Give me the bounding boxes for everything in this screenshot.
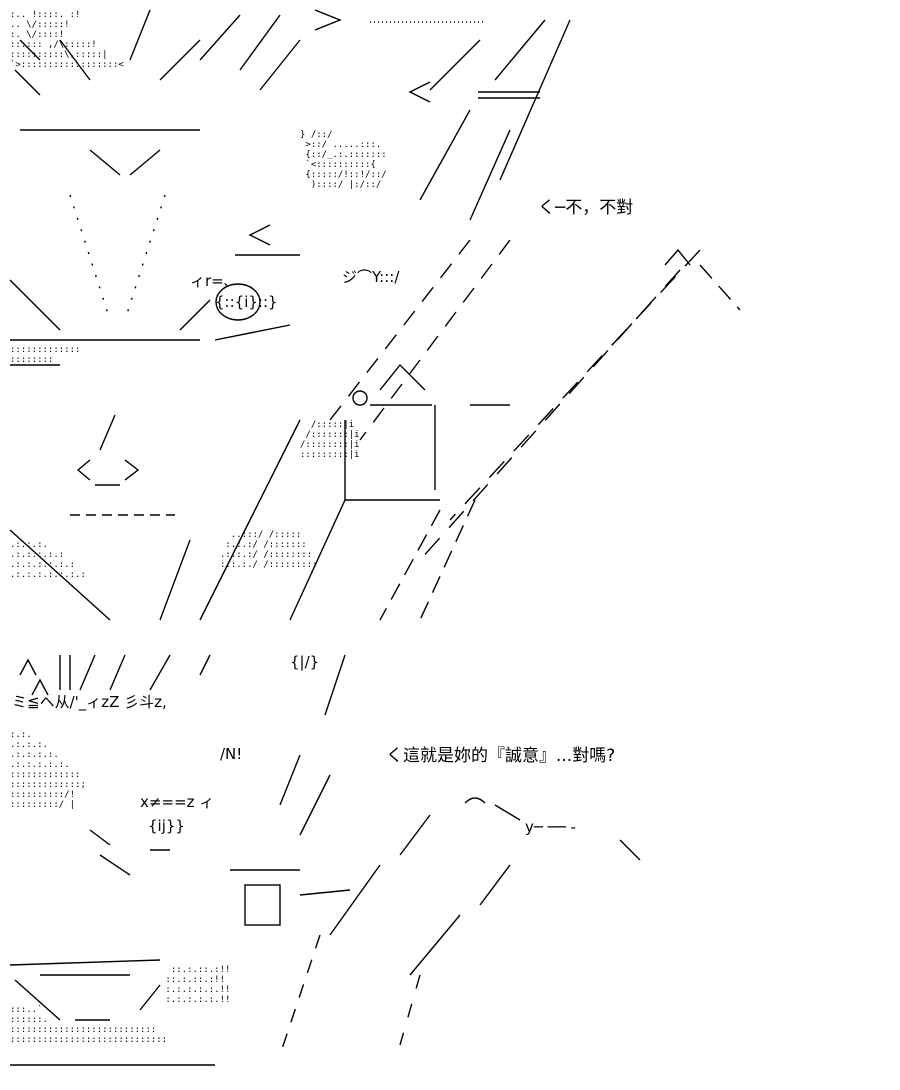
face-symbol: {|/}	[290, 653, 320, 671]
panel-top: :.. !::::. :! .. \/:::::! :. \/::::! :::…	[9, 9, 741, 621]
speech-text: く這就是妳的『誠意』...對嗎?	[386, 746, 616, 766]
dot-block: ::::::::::::: ::::::::	[10, 345, 81, 365]
face-symbol: x≠==z ィ	[140, 793, 215, 811]
face-symbol: ジ⌒Y:::/	[342, 268, 400, 286]
face-symbol: {ij}}	[148, 817, 185, 835]
dot-block: .:.:.:. .:.:.:.:.: .:.:.:.:.:.: .:.:.:.:…	[10, 540, 86, 580]
face-symbol: {::{i}::}	[215, 293, 278, 311]
dot-block: :::..` ::::::. :::::::::::::::::::::::::…	[10, 1005, 168, 1045]
dot-block: :.:. .:.:.:. .:.:.:.:. .:.:.:.:.:. :::::…	[10, 730, 86, 810]
dot-block: ..:::/ /::::: :.:.:/ /::::::: .:.:.:/ /:…	[220, 530, 318, 570]
panel-bottom: :.:. .:.:.:. .:.:.:.:. .:.:.:.:.:. :::::…	[0, 635, 900, 1090]
speech-text: く─不，不對	[538, 198, 634, 218]
ascii-art-top	[9, 9, 741, 621]
dot-block: ::.:.::.:!! ::.:.::.:!! :.:.:.:.:.!! :.:…	[165, 965, 231, 1005]
ascii-art-bottom	[9, 654, 641, 1066]
face-symbol: ミ≦ヘ从/'_ィzZ 彡斗z,	[12, 693, 167, 711]
dot-block: } /::/ >::/ .....:::. {::/_.:.::::::: `<…	[300, 130, 387, 190]
face-symbol: /N!	[220, 745, 243, 763]
dot-block: /:::::|i /:::::::|i /::::::::|i ::::::::…	[300, 420, 360, 460]
face-symbol: y─ ── -	[525, 818, 576, 836]
face-symbol: ィr=､	[190, 272, 232, 290]
dot-block: :.. !::::. :! .. \/:::::! :. \/::::! :::…	[10, 10, 124, 70]
